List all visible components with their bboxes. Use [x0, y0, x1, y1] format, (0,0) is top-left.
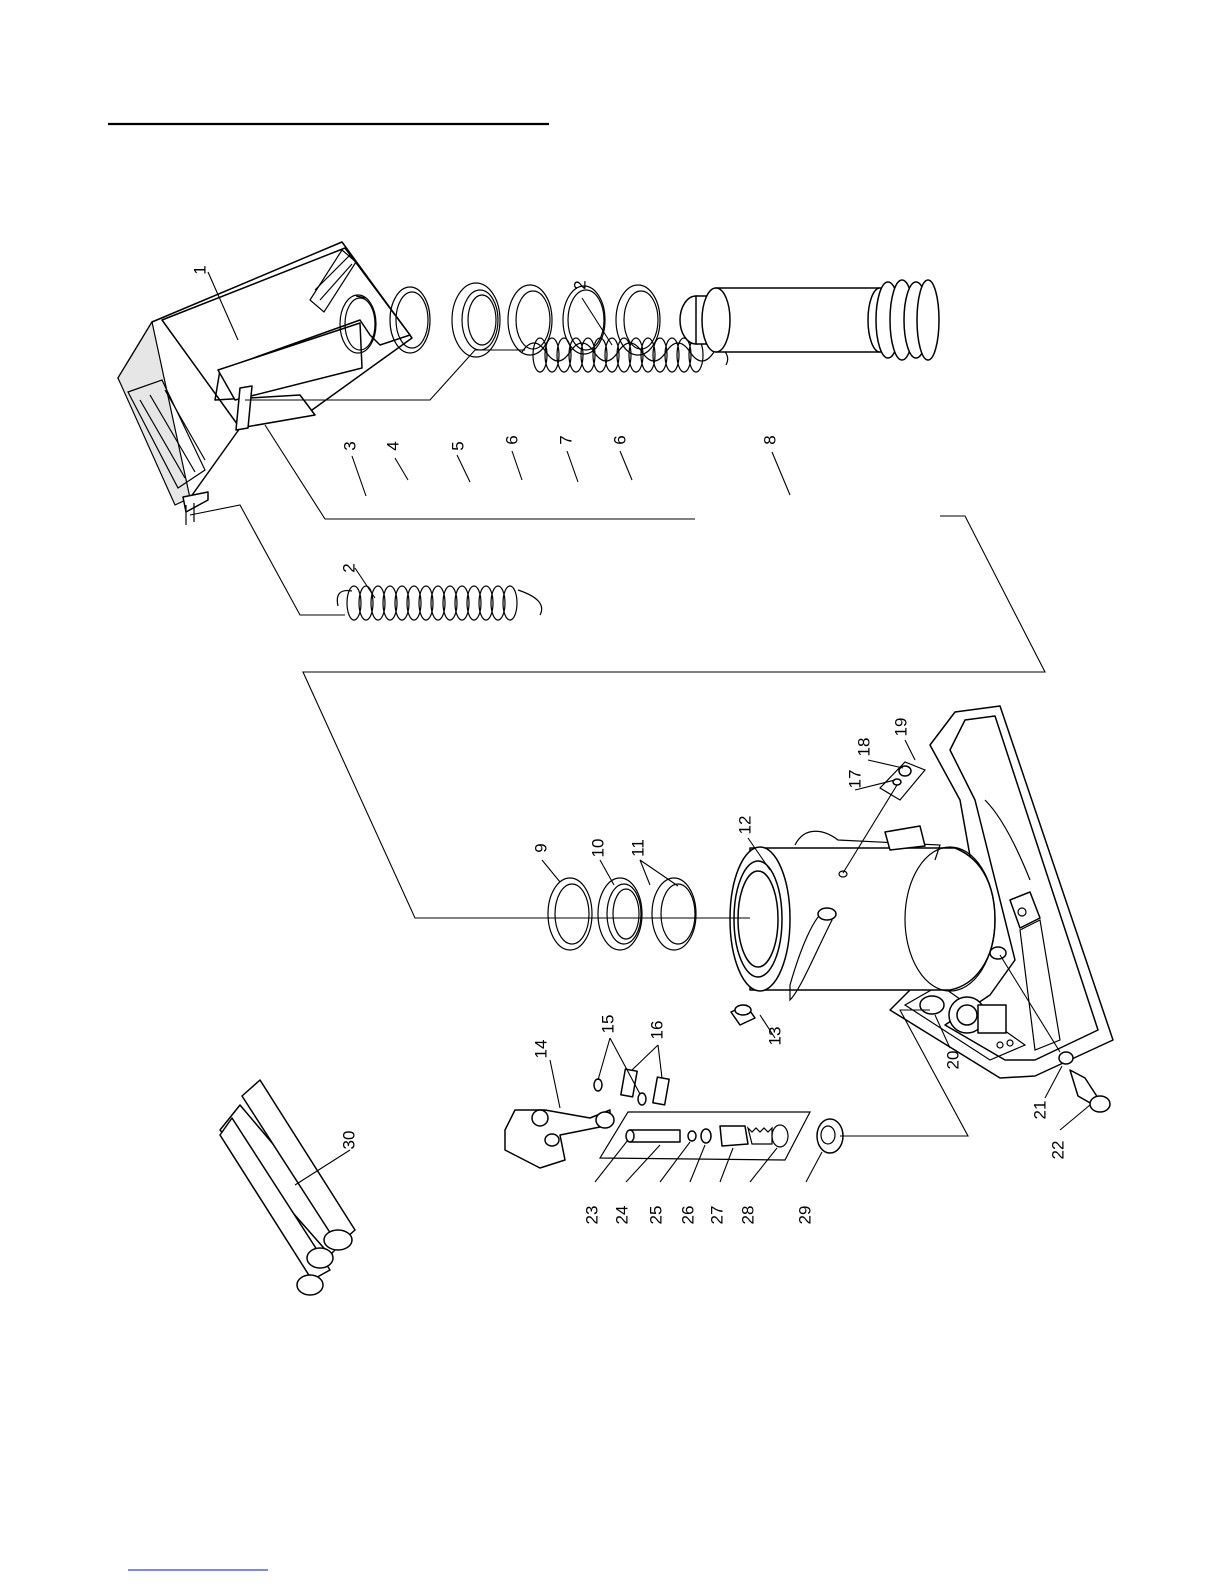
part-9-ring	[548, 878, 592, 950]
part-21-22-release-valve	[1059, 1052, 1110, 1112]
part-13-filler-plug	[731, 1005, 755, 1025]
part-1-saddle-block	[118, 242, 412, 525]
callout-c17: 17	[846, 770, 865, 789]
callout-c14: 14	[532, 1040, 551, 1059]
callout-c3: 3	[341, 441, 360, 450]
part-30-handle-tubes	[220, 1080, 355, 1295]
part-11-ring	[652, 878, 696, 950]
callout-c12: 12	[736, 816, 755, 835]
callout-c15: 15	[599, 1015, 618, 1034]
callout-c11: 11	[629, 839, 648, 857]
callout-c23: 23	[583, 1206, 602, 1225]
callout-c10: 10	[589, 839, 608, 858]
callout-c19: 19	[892, 718, 911, 737]
callout-c27: 27	[708, 1206, 727, 1225]
part-6-ring-b	[616, 285, 660, 355]
part-14-handle-socket	[505, 1110, 614, 1168]
part-29-pump-cylinder	[817, 1119, 843, 1153]
part-5-ring	[452, 283, 500, 357]
callout-c30: 30	[340, 1131, 359, 1150]
callout-c26: 26	[679, 1206, 698, 1225]
callout-c1: 1	[191, 265, 210, 274]
callout-c22: 22	[1049, 1141, 1068, 1160]
callout-c18: 18	[855, 738, 874, 757]
callout-c8: 8	[761, 435, 780, 444]
callout-c28: 28	[739, 1206, 758, 1225]
callout-c7: 7	[557, 435, 576, 444]
callout-c24: 24	[613, 1206, 632, 1225]
part-2-spring-lower	[337, 586, 541, 620]
callout-c29: 29	[796, 1206, 815, 1225]
callout-c16: 16	[648, 1021, 667, 1040]
part-23-28-pump-assembly	[600, 1112, 810, 1160]
part-12-cylinder-base	[730, 706, 1113, 1078]
callout-c4: 4	[384, 441, 403, 450]
callout-c5: 5	[449, 441, 468, 450]
callout-c2a: 2	[571, 280, 590, 289]
callout-c6a: 6	[503, 435, 522, 444]
callout-c13: 13	[766, 1027, 785, 1046]
callout-c9: 9	[532, 843, 551, 852]
part-8-ram	[680, 280, 939, 360]
part-4-ring	[390, 287, 430, 353]
callout-c20: 20	[944, 1051, 963, 1070]
callout-c6b: 6	[611, 435, 630, 444]
part-10-ring	[598, 878, 642, 950]
callout-c2b: 2	[340, 563, 359, 572]
callout-c25: 25	[647, 1206, 666, 1225]
callout-c21: 21	[1031, 1101, 1050, 1120]
part-15-16-pins	[594, 1069, 669, 1105]
